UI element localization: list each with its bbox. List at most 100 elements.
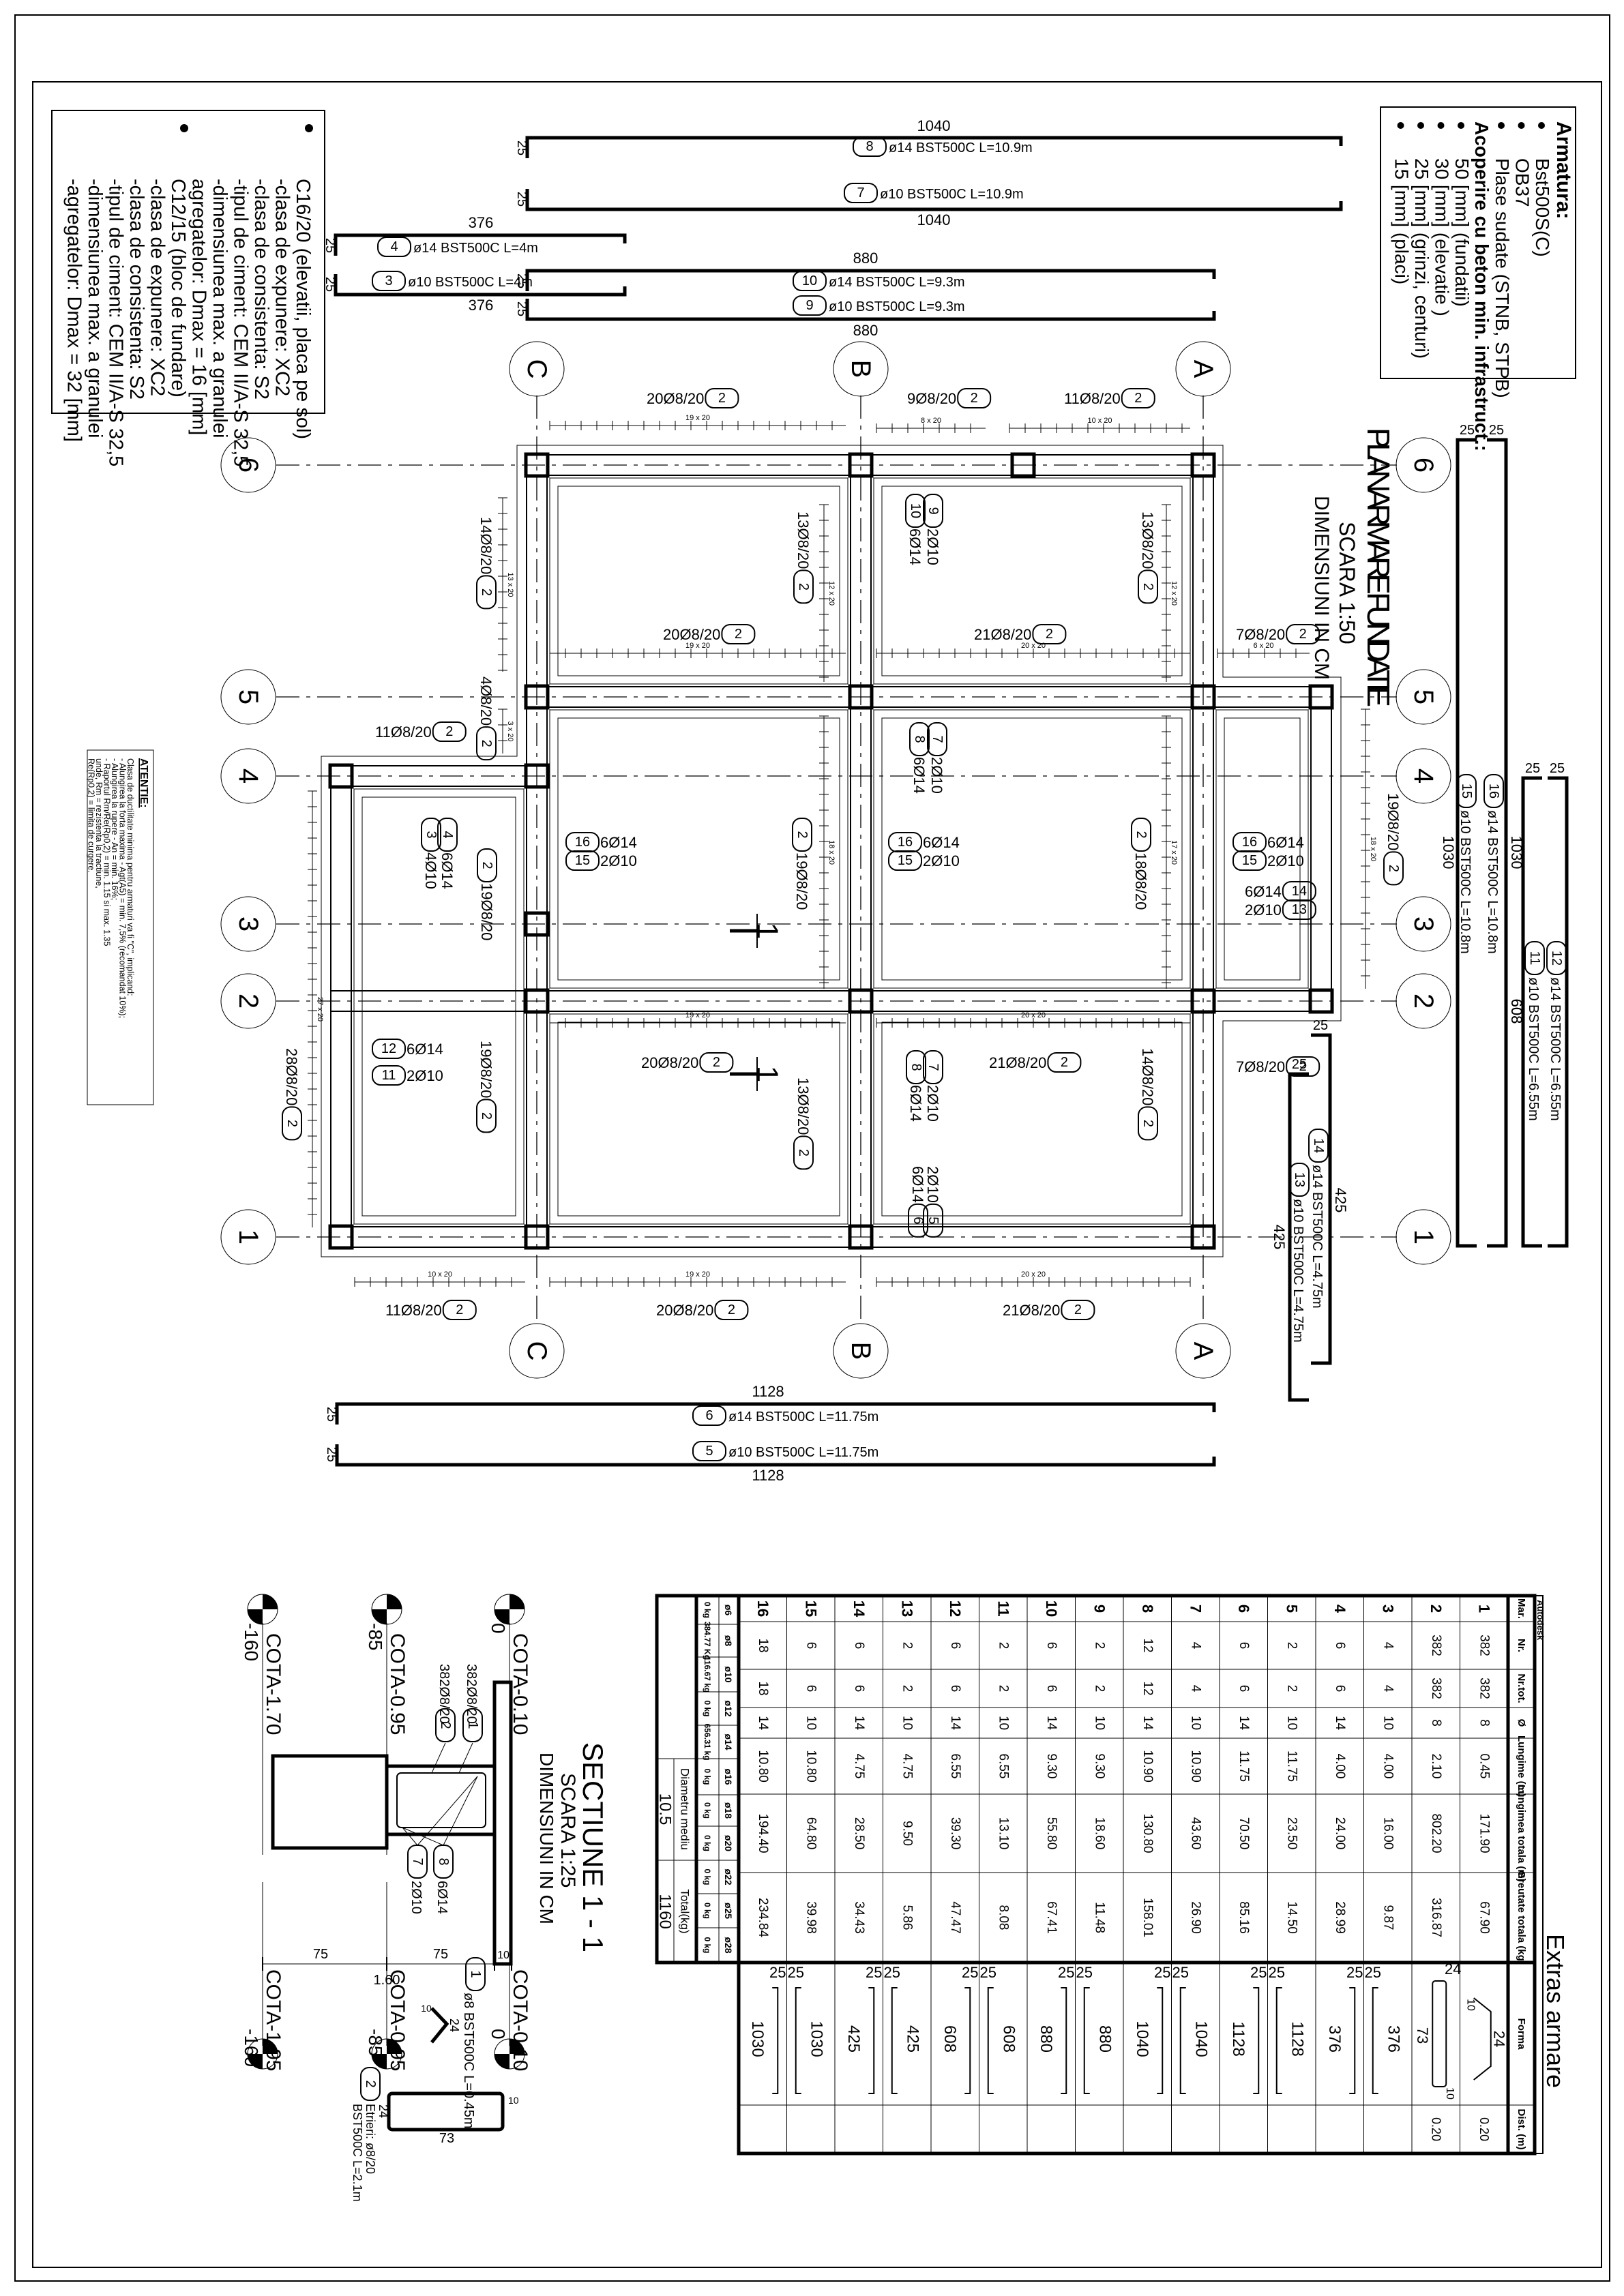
cell-mar: 9 (1091, 1605, 1108, 1613)
bar-shape (335, 1402, 1216, 1425)
cell-mar: 1 (1475, 1605, 1492, 1613)
bullet-icon (1458, 122, 1464, 129)
forma-hook: 25 (1365, 1964, 1381, 1981)
axis-label: A (1188, 1342, 1218, 1360)
callout-text: 2Ø10 (1267, 852, 1304, 869)
table-border (737, 1594, 1537, 2156)
cell-lentot: 23.50 (1284, 1817, 1299, 1850)
cell-nrtot: 2 (1092, 1685, 1106, 1693)
column-header: Mar. (1516, 1598, 1527, 1619)
bullet-icon (180, 124, 188, 132)
cell-kg: 9.87 (1381, 1905, 1395, 1930)
forma-length: 1128 (1229, 2021, 1247, 2057)
section-title: SECTIUNE 1 - 1 (577, 1742, 609, 1952)
bar-shape (1487, 438, 1508, 1248)
bar-shape (1548, 776, 1569, 1248)
mark-number: 2 (1046, 627, 1053, 642)
cell-d: 10 (1092, 1716, 1106, 1730)
cell-kg: 5.86 (900, 1905, 914, 1930)
axis-label: 6 (1408, 458, 1438, 473)
cell-len: 4.75 (900, 1754, 914, 1779)
attention-line: - Alungirea la forta maxima - Agt(A5) = … (118, 758, 128, 1018)
mark-bubble (476, 1099, 497, 1133)
forma-shape (1372, 1987, 1378, 2094)
mark-number: 2 (1386, 865, 1401, 872)
forma-shape (1061, 1987, 1067, 2094)
cell-len: 10.80 (756, 1750, 770, 1783)
mark-number: 15 (1459, 784, 1474, 799)
section-scale: SCARA 1:25 (557, 1773, 579, 1888)
forma-length: 1030 (807, 2021, 825, 2057)
callout-text: 6Ø14 (434, 1881, 449, 1914)
hook-length: 25 (1460, 423, 1475, 438)
callout-text: 19Ø8/20 (1385, 793, 1402, 850)
mark-bubble (793, 271, 827, 291)
wall (492, 1680, 513, 1966)
mark-bubble (421, 818, 441, 852)
armatura-heading: Armatura: (1552, 121, 1575, 219)
mark-number: 3 (424, 831, 439, 838)
mark-number: 7 (410, 1858, 425, 1865)
rebar-callout: 13Ø8/202 (793, 511, 814, 604)
slab-outline (321, 445, 1342, 1257)
cover-item: 50 [mm] (fundatii) (1451, 158, 1473, 307)
cell-d: 14 (1333, 1716, 1347, 1731)
diameter-weight: 0 kg (703, 1700, 712, 1716)
attention-line: unde, Rm = rezistenta la tractiune, (94, 758, 104, 889)
mark-bubble (692, 1441, 726, 1461)
cell-kg: 11.48 (1092, 1902, 1106, 1933)
bar-shape (334, 233, 627, 256)
cell-nr: 6 (1333, 1642, 1347, 1650)
mark-bubble (705, 388, 739, 408)
leader (431, 1742, 446, 1774)
mark-bubble (1524, 941, 1545, 975)
level-value: 0 (488, 1623, 509, 1634)
bar-spec: ø10 BST500C L=4.75m (1290, 1199, 1305, 1343)
forma-length: 880 (1037, 2025, 1055, 2053)
spacing-label: 12 x 20 (827, 581, 836, 606)
mark-bubble (442, 1300, 477, 1320)
mark-number: 12 (1549, 951, 1564, 966)
slab-panel-rebar (881, 486, 1183, 676)
mark-number: 5 (705, 1444, 713, 1459)
diameter-weight: 0 kg (703, 1903, 712, 1919)
bar-spec: ø10 BST500C L=11.75m (728, 1445, 879, 1460)
callout-text: 2Ø10 (928, 757, 945, 794)
cell-d: 14 (1237, 1716, 1251, 1731)
diameter-weight: 0 kg (703, 1802, 712, 1819)
forma-shape (987, 1987, 994, 2094)
diameter-header: ø8 (723, 1635, 734, 1647)
cell-d: 14 (948, 1716, 962, 1731)
hook-length: 25 (514, 273, 529, 288)
callout-text: 21Ø8/20 (1003, 1302, 1060, 1319)
callout-text: 6Ø14 (907, 1085, 924, 1122)
stirrup-shape (387, 2091, 505, 2132)
mark-bubble (372, 271, 406, 291)
forma-hook: 25 (1172, 1964, 1189, 1981)
bar-length: 425 (1271, 1225, 1288, 1250)
forma-dim: 73 (1414, 2027, 1431, 2044)
title-band (1534, 1595, 1544, 2154)
callout-text: 6Ø14 (906, 528, 924, 565)
mark-number: 7 (857, 185, 864, 200)
hook-length: 25 (324, 1407, 339, 1422)
mark-bubble (923, 494, 943, 528)
mark-number: 6 (911, 1217, 926, 1224)
foundation-block (271, 1754, 389, 1850)
mark-number: 2 (456, 1302, 463, 1317)
cell-mar: 5 (1283, 1605, 1300, 1613)
column (848, 1224, 874, 1250)
bar-shape (334, 274, 627, 297)
column (848, 452, 874, 478)
mark-number: 2 (718, 391, 726, 406)
